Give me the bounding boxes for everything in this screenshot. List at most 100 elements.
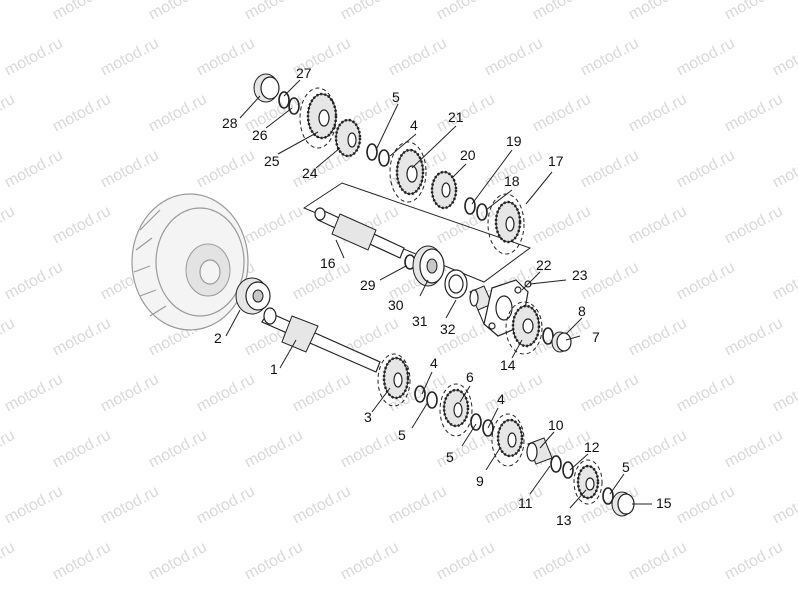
leader-lines xyxy=(225,79,652,509)
watermark-text: motod.ru xyxy=(146,427,210,472)
watermark-text: motod.ru xyxy=(626,203,690,248)
watermark-text: motod.ru xyxy=(146,539,210,584)
watermark-text: motod.ru xyxy=(674,483,738,528)
callout-19: 19 xyxy=(506,133,522,149)
watermark-text: motod.ru xyxy=(50,91,114,136)
callout-16: 16 xyxy=(320,255,336,271)
watermark-text: motod.ru xyxy=(0,91,18,136)
watermark-text: motod.ru xyxy=(338,427,402,472)
watermark-text: motod.ru xyxy=(2,483,66,528)
callout-8: 8 xyxy=(578,303,586,319)
clutch-basket xyxy=(131,193,249,331)
callout-28: 28 xyxy=(222,115,238,131)
watermark-text: motod.ru xyxy=(194,35,258,80)
gear-21 xyxy=(389,141,427,203)
watermark-text: motod.ru xyxy=(386,483,450,528)
ring-19 xyxy=(464,197,476,215)
watermark-text: motod.ru xyxy=(242,427,306,472)
watermark-text: motod.ru xyxy=(242,0,306,24)
callout-7: 7 xyxy=(592,329,600,345)
input-shaft xyxy=(261,307,381,373)
ring-27 xyxy=(278,91,290,109)
watermark-text: motod.ru xyxy=(626,0,690,24)
callout-4c: 4 xyxy=(410,117,418,133)
watermark-text: motod.ru xyxy=(290,371,354,416)
watermark-text: motod.ru xyxy=(770,147,798,192)
ring-18 xyxy=(476,203,488,221)
watermark-text: motod.ru xyxy=(770,371,798,416)
watermark-text: motod.ru xyxy=(146,0,210,24)
callout-29: 29 xyxy=(360,277,376,293)
bearing-2 xyxy=(235,277,271,315)
watermark-text: motod.ru xyxy=(338,0,402,24)
watermark-text: motod.ru xyxy=(722,91,786,136)
gear-6 xyxy=(439,383,473,437)
watermark-text: motod.ru xyxy=(530,0,594,24)
callout-4b: 4 xyxy=(497,391,505,407)
watermark-text: motod.ru xyxy=(578,147,642,192)
watermark-text: motod.ru xyxy=(290,483,354,528)
callout-26: 26 xyxy=(252,127,268,143)
watermark-text: motod.ru xyxy=(674,147,738,192)
watermark-text: motod.ru xyxy=(434,91,498,136)
watermark-layer: motod.ru motod.ru motod.ru motod.ru motod.ru… xyxy=(0,0,798,584)
watermark-text: motod.ru xyxy=(146,91,210,136)
callout-30: 30 xyxy=(388,297,404,313)
callout-27: 27 xyxy=(296,65,312,81)
callout-23: 23 xyxy=(572,267,588,283)
watermark-text: motod.ru xyxy=(770,259,798,304)
watermark-text: motod.ru xyxy=(578,371,642,416)
watermark-text: motod.ru xyxy=(722,315,786,360)
ring-11 xyxy=(550,455,562,473)
watermark-text: motod.ru xyxy=(50,0,114,24)
watermark-text: motod.ru xyxy=(434,0,498,24)
ring-4-lower-a xyxy=(414,385,426,403)
countershaft xyxy=(314,207,405,259)
callout-21: 21 xyxy=(448,109,464,125)
callout-12: 12 xyxy=(584,439,600,455)
watermark-text: motod.ru xyxy=(0,203,18,248)
ring-31 xyxy=(444,269,468,299)
bearing-30 xyxy=(412,245,445,287)
callout-11: 11 xyxy=(518,495,533,511)
watermark-text: motod.ru xyxy=(2,35,66,80)
watermark-text: motod.ru xyxy=(98,35,162,80)
callout-6: 6 xyxy=(466,369,474,385)
watermark-text: motod.ru xyxy=(722,427,786,472)
watermark-text: motod.ru xyxy=(0,315,18,360)
callout-13: 13 xyxy=(556,512,572,528)
ring-4-lower-b xyxy=(482,419,494,437)
watermark-text: motod.ru xyxy=(674,259,738,304)
watermark-text: motod.ru xyxy=(386,35,450,80)
watermark-text: motod.ru xyxy=(242,539,306,584)
callout-5c: 5 xyxy=(622,459,630,475)
gear-24 xyxy=(334,118,362,158)
watermark-text: motod.ru xyxy=(626,539,690,584)
ring-4-upper xyxy=(378,149,390,167)
callout-1: 1 xyxy=(270,361,278,377)
gear-9 xyxy=(491,413,525,467)
callout-22: 22 xyxy=(536,257,552,273)
watermark-text: motod.ru xyxy=(722,0,786,24)
watermark-text: motod.ru xyxy=(674,35,738,80)
watermark-text: motod.ru xyxy=(2,147,66,192)
callout-labels: 1 2 3 4 4 4 5 5 5 5 5 6 7 8 9 10 11 12 1… xyxy=(214,65,672,528)
watermark-text: motod.ru xyxy=(530,91,594,136)
watermark-text: motod.ru xyxy=(578,35,642,80)
watermark-text: motod.ru xyxy=(242,203,306,248)
watermark-text: motod.ru xyxy=(434,539,498,584)
watermark-text: motod.ru xyxy=(626,427,690,472)
gear-14 xyxy=(505,301,543,355)
watermark-text: motod.ru xyxy=(2,259,66,304)
ring-8 xyxy=(542,327,554,345)
watermark-text: motod.ru xyxy=(338,539,402,584)
callout-25: 25 xyxy=(264,153,280,169)
ring-5-lower-c xyxy=(602,487,614,505)
watermark-text: motod.ru xyxy=(98,483,162,528)
watermark-text: motod.ru xyxy=(722,539,786,584)
watermark-text: motod.ru xyxy=(2,371,66,416)
callout-5d: 5 xyxy=(392,89,400,105)
callout-4a: 4 xyxy=(430,355,438,371)
watermark-text: motod.ru xyxy=(626,91,690,136)
